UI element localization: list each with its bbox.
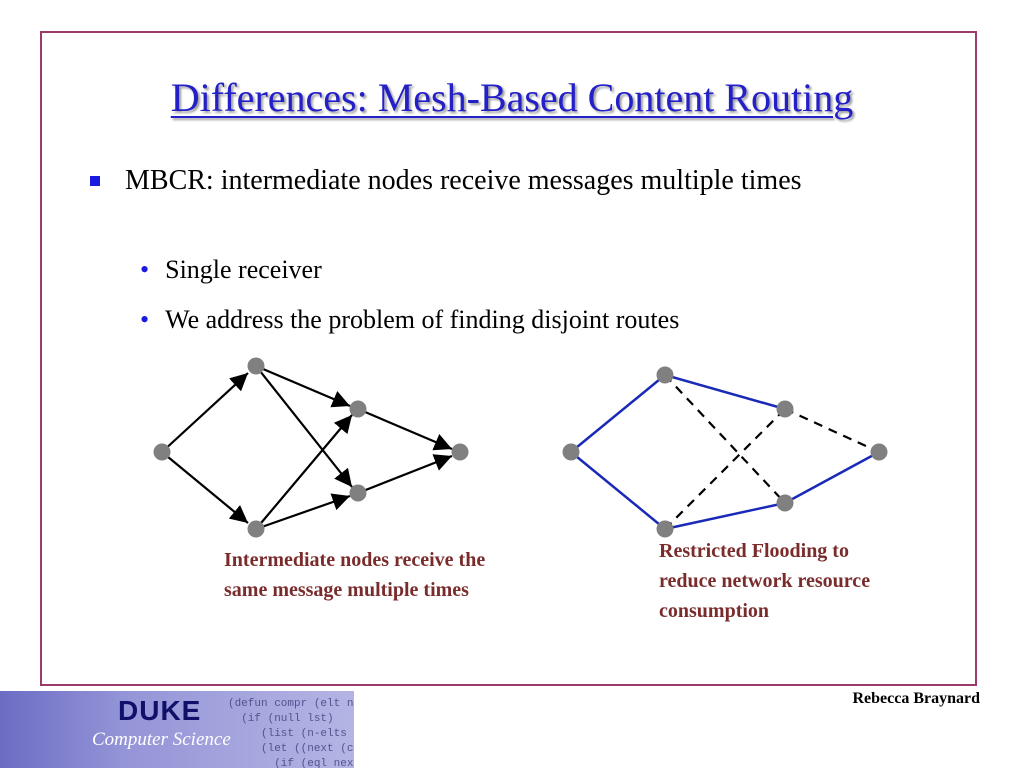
- main-bullet-text: MBCR: intermediate nodes receive message…: [125, 165, 802, 196]
- node: [656, 366, 674, 384]
- logo-subtitle: Computer Science: [92, 729, 231, 750]
- node: [870, 443, 888, 461]
- node: [451, 443, 469, 461]
- arrow-edge: [357, 454, 453, 495]
- logo-code-texture: (defun compr (elt n lst) (if (null lst) …: [228, 698, 354, 768]
- caption-line: Restricted Flooding to: [659, 540, 849, 562]
- caption-line: reduce network resource: [659, 570, 871, 592]
- node: [247, 520, 265, 538]
- route-edge: [570, 451, 666, 530]
- sub-bullet-text: We address the problem of finding disjoi…: [165, 305, 680, 334]
- main-bullet: MBCR: intermediate nodes receive message…: [90, 162, 880, 200]
- node: [349, 484, 367, 502]
- node: [562, 443, 580, 461]
- node: [656, 520, 674, 538]
- route-edge: [784, 407, 880, 454]
- bullet-dot-icon: •: [140, 305, 150, 334]
- node: [153, 443, 171, 461]
- node: [776, 400, 794, 418]
- sub-bullet: • We address the problem of finding disjo…: [140, 305, 679, 335]
- route-edge: [664, 373, 786, 411]
- node: [349, 400, 367, 418]
- sub-bullet: • Single receiver: [140, 255, 322, 285]
- arrow-edge: [255, 364, 351, 408]
- mesh-diagram: [153, 357, 469, 538]
- bullet-dot-icon: •: [140, 255, 150, 284]
- arrow-edge: [255, 365, 353, 488]
- caption-line: consumption: [659, 600, 770, 622]
- arrow-edge: [161, 372, 249, 453]
- caption-line: Intermediate nodes receive the: [224, 549, 486, 571]
- node: [247, 357, 265, 375]
- route-edge: [664, 501, 786, 531]
- arrow-edge: [255, 414, 353, 530]
- slide-title: Differences: Mesh-Based Content Routing: [170, 75, 854, 120]
- logo-duke-text: DUKE: [118, 695, 202, 726]
- square-bullet-icon: [90, 176, 100, 186]
- duke-cs-logo: (defun compr (elt n lst) (if (null lst) …: [0, 691, 354, 768]
- sub-bullet-text: Single receiver: [165, 255, 322, 284]
- flooding-diagram: [562, 366, 888, 538]
- route-edge: [664, 374, 786, 504]
- route-edge: [570, 374, 666, 453]
- author-name: Rebecca Braynard: [852, 690, 980, 707]
- arrow-edge: [161, 451, 249, 524]
- left-caption: Intermediate nodes receive the same mess…: [224, 545, 485, 605]
- arrow-edge: [357, 407, 453, 451]
- right-caption: Restricted Flooding to reduce network re…: [659, 536, 870, 626]
- arrow-edge: [255, 493, 351, 531]
- node: [776, 494, 794, 512]
- slide-frame: [40, 31, 977, 686]
- route-edge: [784, 450, 880, 505]
- caption-line: same message multiple times: [224, 579, 469, 601]
- route-edge: [664, 408, 786, 530]
